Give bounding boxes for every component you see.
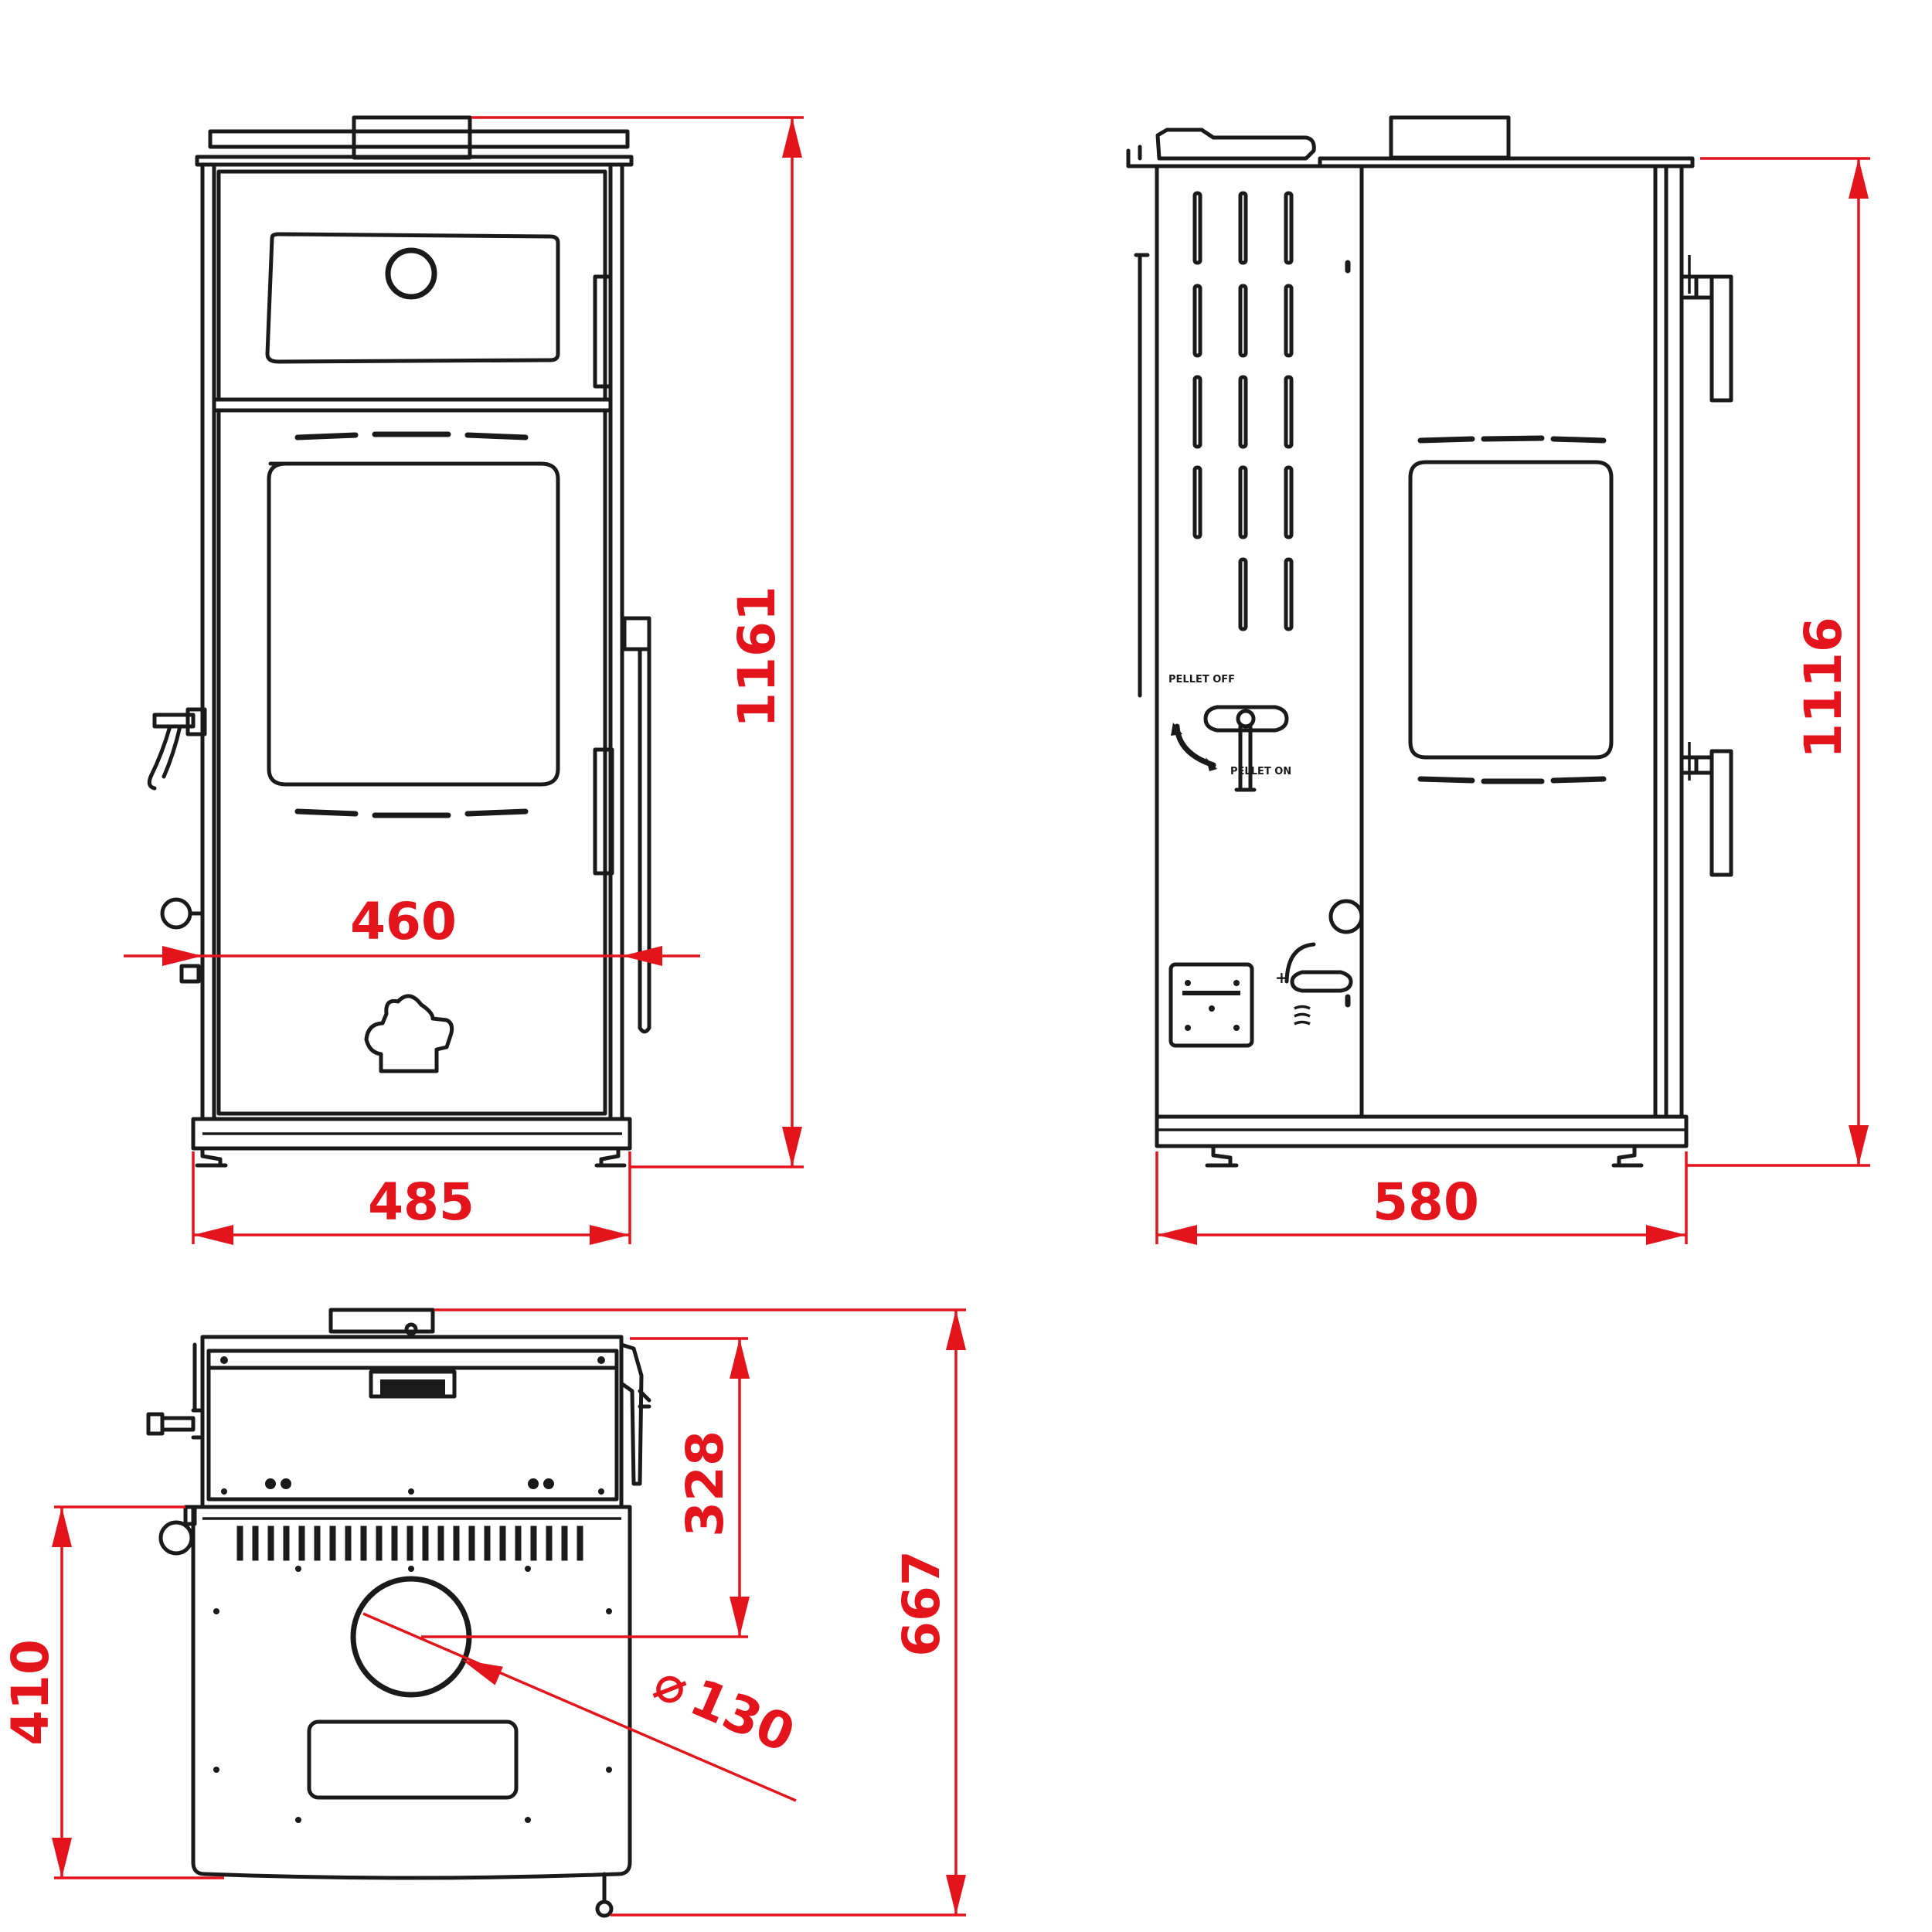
brand-logo — [364, 994, 454, 1073]
side-glass — [1408, 460, 1614, 760]
pellet-on-label: PELLET ON — [1230, 766, 1291, 777]
hopper-knob[interactable] — [385, 247, 437, 300]
door-handle[interactable] — [622, 616, 651, 651]
pellet-valve[interactable] — [1203, 705, 1289, 733]
front-view — [147, 115, 651, 1168]
control-plate — [1168, 962, 1254, 1048]
fire-door[interactable] — [216, 408, 607, 1116]
dim-460: 460 — [350, 892, 457, 951]
svg-text:+: + — [1275, 968, 1288, 987]
pellet-off-label: PELLET OFF — [1168, 674, 1235, 685]
hopper-lid — [265, 232, 560, 364]
side-view: PELLET OFF PELLET ON + — [1126, 115, 1733, 1168]
dim-1161: 1161 — [727, 586, 787, 728]
door-glass — [267, 461, 560, 787]
dim-410: 410 — [1, 1639, 60, 1746]
dim-485: 485 — [368, 1172, 474, 1232]
dim-328: 328 — [675, 1430, 735, 1537]
dim-130: 130 — [682, 1668, 803, 1764]
top-view — [146, 1308, 651, 1918]
vent-slots — [1192, 191, 1294, 631]
dim-580: 580 — [1372, 1172, 1479, 1232]
dimension-lines — [52, 116, 1870, 1917]
dim-1116: 1116 — [1794, 617, 1853, 759]
flue-collar — [352, 115, 472, 160]
dimension-labels: 460 485 1161 580 1116 667 328 410 ⌀ 130 — [1, 586, 1853, 1764]
dim-667: 667 — [892, 1550, 951, 1657]
air-knob[interactable] — [1328, 899, 1364, 934]
top-vent-slots — [236, 1526, 583, 1561]
